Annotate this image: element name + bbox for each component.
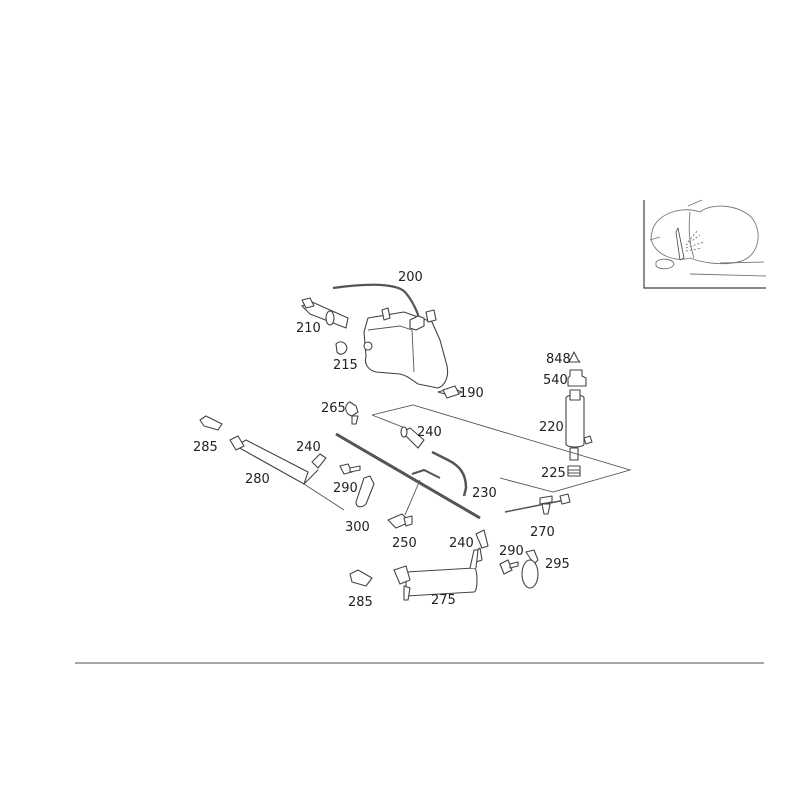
label-285-left: 285 — [193, 440, 218, 455]
part-285-nozzle-right[interactable] — [349, 569, 373, 587]
label-275: 275 — [431, 593, 456, 608]
label-190: 190 — [459, 386, 484, 401]
label-280: 280 — [245, 472, 270, 487]
part-220-pump[interactable] — [565, 389, 593, 461]
label-250: 250 — [392, 536, 417, 551]
part-225-seal[interactable] — [567, 465, 581, 477]
location-inset — [643, 199, 767, 289]
part-265-clip[interactable] — [345, 401, 359, 425]
label-240-lower: 240 — [449, 536, 474, 551]
part-210-filler-neck[interactable] — [301, 297, 349, 329]
label-220: 220 — [539, 420, 564, 435]
part-215-grommet[interactable] — [335, 341, 348, 355]
inset-car-sketch — [649, 199, 767, 277]
part-848-cap[interactable] — [567, 351, 581, 363]
part-190-nut[interactable] — [442, 385, 460, 399]
label-210: 210 — [296, 321, 321, 336]
part-300-bracket[interactable] — [355, 475, 375, 508]
label-290-right: 290 — [499, 544, 524, 559]
label-215: 215 — [333, 358, 358, 373]
label-290-left: 290 — [333, 481, 358, 496]
part-240-connector-left[interactable] — [311, 453, 327, 469]
label-848: 848 — [546, 352, 571, 367]
part-250-t-piece[interactable] — [387, 513, 413, 529]
inset-frame — [643, 200, 766, 289]
label-540: 540 — [543, 373, 568, 388]
label-300: 300 — [345, 520, 370, 535]
part-240-connector-upper[interactable] — [400, 426, 425, 449]
part-230-hose[interactable] — [335, 432, 481, 520]
part-290-bolt-right[interactable] — [499, 559, 519, 575]
leader-240 — [371, 414, 406, 429]
label-270: 270 — [530, 525, 555, 540]
label-265: 265 — [321, 401, 346, 416]
leader-300 — [303, 483, 345, 511]
part-200-reservoir[interactable] — [332, 283, 463, 397]
label-240-left: 240 — [296, 440, 321, 455]
label-225: 225 — [541, 466, 566, 481]
part-295-bracket[interactable] — [521, 549, 539, 589]
leader-240-group — [371, 404, 632, 493]
part-275-cylinder-right[interactable] — [393, 549, 479, 601]
part-270-cable-tie[interactable] — [504, 493, 571, 515]
label-285-right: 285 — [348, 595, 373, 610]
part-285-nozzle-left[interactable] — [199, 415, 223, 431]
part-540-connector[interactable] — [567, 369, 587, 387]
label-240-upper: 240 — [417, 425, 442, 440]
label-230: 230 — [472, 486, 497, 501]
label-295: 295 — [545, 557, 570, 572]
leader-250 — [404, 479, 421, 516]
part-280-cylinder-left[interactable] — [229, 435, 319, 485]
label-200: 200 — [398, 270, 423, 285]
part-290-bolt-left[interactable] — [339, 463, 361, 475]
